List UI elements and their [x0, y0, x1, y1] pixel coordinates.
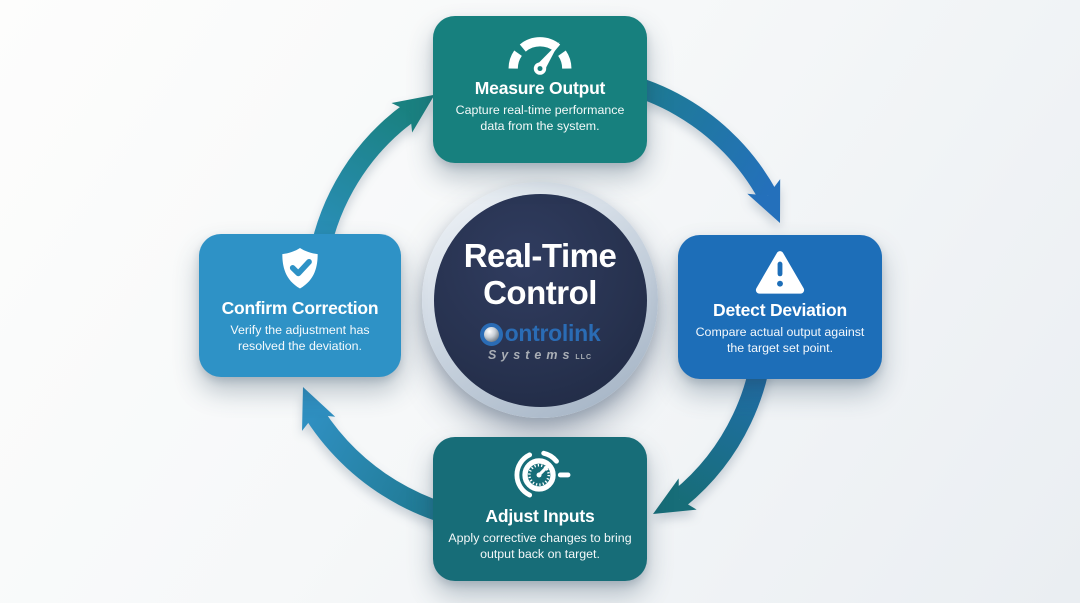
- step-title: Measure Output: [474, 78, 606, 98]
- step-card-adjust-inputs: Adjust Inputs Apply corrective changes t…: [433, 437, 647, 581]
- arrowhead-icon: [302, 386, 336, 431]
- warning-triangle-icon: [755, 251, 805, 294]
- shield-check-icon: [282, 248, 318, 289]
- step-description: Capture real-time performance data from …: [455, 103, 625, 134]
- diagram-title: Real-Time Control: [463, 237, 617, 311]
- step-description: Compare actual output against the target…: [695, 325, 865, 356]
- dial-icon: [514, 450, 571, 498]
- step-title: Adjust Inputs: [485, 506, 595, 526]
- arrowhead-icon: [391, 94, 435, 133]
- controlink-wordmark: ontrolink: [479, 320, 601, 347]
- controlink-c-icon: [479, 322, 503, 346]
- arrowhead-icon: [653, 478, 697, 514]
- step-card-detect-deviation: Detect Deviation Compare actual output a…: [678, 235, 882, 379]
- step-card-measure-output: Measure Output Capture real-time perform…: [433, 16, 647, 163]
- center-hub: Real-Time Control ontrolink Systems LLC: [433, 193, 647, 407]
- step-description: Apply corrective changes to bring output…: [448, 531, 632, 562]
- step-description: Verify the adjustment has resolved the d…: [230, 323, 370, 354]
- step-card-confirm-correction: Confirm Correction Verify the adjustment…: [199, 234, 401, 377]
- controlink-logo: ontrolink Systems LLC: [479, 320, 601, 362]
- arrowhead-icon: [747, 179, 781, 224]
- controlink-systems-label: Systems LLC: [487, 347, 593, 362]
- step-title: Detect Deviation: [713, 300, 847, 320]
- center-hub-ring: Real-Time Control ontrolink Systems LLC: [422, 182, 658, 418]
- step-title: Confirm Correction: [221, 298, 379, 318]
- gauge-icon: [508, 37, 572, 75]
